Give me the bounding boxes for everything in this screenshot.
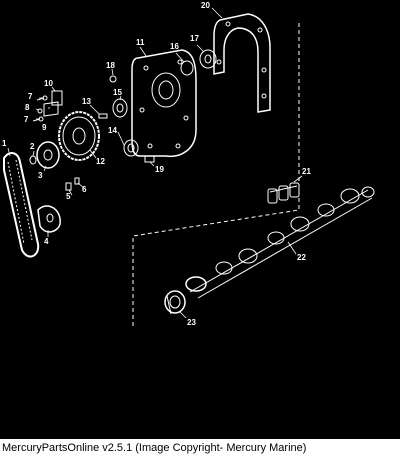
cam-bearing	[164, 290, 186, 315]
part-callout-5: 5	[66, 192, 71, 201]
part-callout-17: 17	[190, 34, 199, 43]
part-callout-3: 3	[38, 171, 43, 180]
part-callout-4: 4	[44, 237, 49, 246]
part-callout-18: 18	[106, 61, 115, 70]
cover-bolt	[144, 155, 155, 163]
part-callout-11: 11	[136, 38, 145, 47]
camshaft	[185, 186, 375, 299]
assembly-outline	[132, 23, 300, 326]
part-callout-7: 7	[28, 92, 33, 101]
part-callout-19: 19	[155, 165, 164, 174]
part-callout-1: 1	[2, 139, 7, 148]
part-callout-12: 12	[96, 157, 105, 166]
part-callout-7: 7	[24, 115, 29, 124]
thrust-plate	[43, 101, 59, 117]
washer-small	[37, 108, 43, 114]
lifter-set	[267, 182, 300, 204]
part-callout-13: 13	[82, 97, 91, 106]
part-callout-14: 14	[108, 126, 117, 135]
timing-cover	[131, 49, 197, 158]
part-callout-21: 21	[302, 167, 311, 176]
thrust-plate-bolt	[51, 90, 63, 106]
crank-key	[65, 182, 72, 191]
cam-sprocket	[58, 111, 100, 161]
o-ring	[180, 60, 194, 76]
front-seal	[123, 139, 139, 157]
part-callout-20: 20	[201, 1, 210, 10]
part-callout-9: 9	[42, 123, 47, 132]
part-callout-15: 15	[113, 88, 122, 97]
dowel-pin	[98, 113, 108, 119]
oil-seal	[112, 98, 128, 118]
washer	[29, 155, 37, 165]
cover-plug	[109, 75, 117, 83]
crank-sprocket	[36, 141, 60, 169]
part-callout-2: 2	[30, 142, 35, 151]
part-callout-8: 8	[25, 103, 30, 112]
part-callout-16: 16	[170, 42, 179, 51]
oil-slinger	[37, 205, 61, 233]
cover-hub	[199, 49, 217, 69]
crank-pin	[74, 177, 80, 185]
timing-chain	[3, 152, 40, 258]
part-callout-6: 6	[82, 185, 87, 194]
part-callout-23: 23	[187, 318, 196, 327]
part-callout-22: 22	[297, 253, 306, 262]
timing-cover-gasket	[213, 13, 271, 113]
copyright-footer: MercuryPartsOnline v2.5.1 (Image Copyrig…	[0, 439, 400, 458]
part-callout-10: 10	[44, 79, 53, 88]
